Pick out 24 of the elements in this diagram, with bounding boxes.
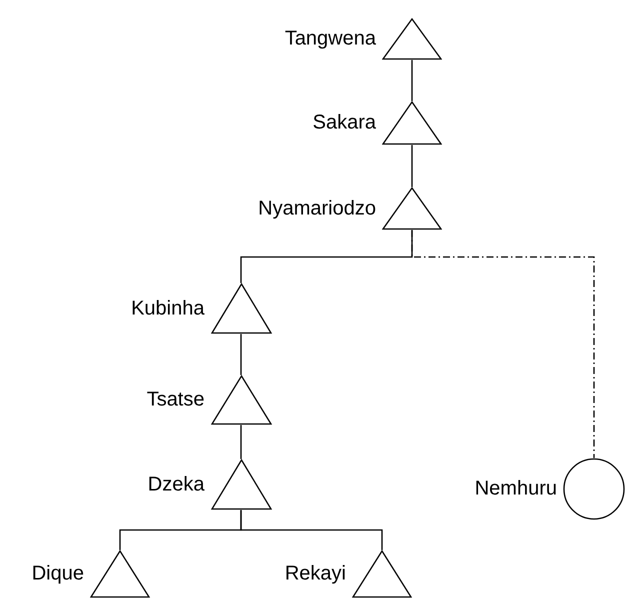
male-triangle-symbol <box>352 550 412 598</box>
kinship-line <box>240 510 383 550</box>
person-name: Dzeka <box>148 473 204 496</box>
person-name: Tangwena <box>284 28 376 50</box>
kinship-line <box>240 334 242 375</box>
male-triangle-symbol <box>90 550 150 598</box>
person-name: Sakara <box>312 112 376 134</box>
person-name: Nyamariodzo <box>258 197 376 220</box>
person-name: Nemhuru <box>474 478 557 500</box>
male-triangle-symbol <box>382 101 442 145</box>
male-triangle-symbol <box>210 283 272 334</box>
kinship-line <box>240 425 242 459</box>
male-triangle-symbol <box>382 18 442 60</box>
kinship-line <box>411 145 413 187</box>
female-circle-symbol <box>563 458 625 520</box>
male-triangle-symbol <box>210 375 272 425</box>
person-name: Rekayi <box>284 562 346 586</box>
person-name: Dique <box>32 562 84 586</box>
male-triangle-symbol <box>210 459 272 510</box>
person-name: Tsatse <box>146 388 204 412</box>
person-name: Kubinha <box>131 297 204 320</box>
dash-dot-line <box>411 230 595 458</box>
kinship-line <box>411 60 413 101</box>
male-triangle-symbol <box>382 187 442 230</box>
